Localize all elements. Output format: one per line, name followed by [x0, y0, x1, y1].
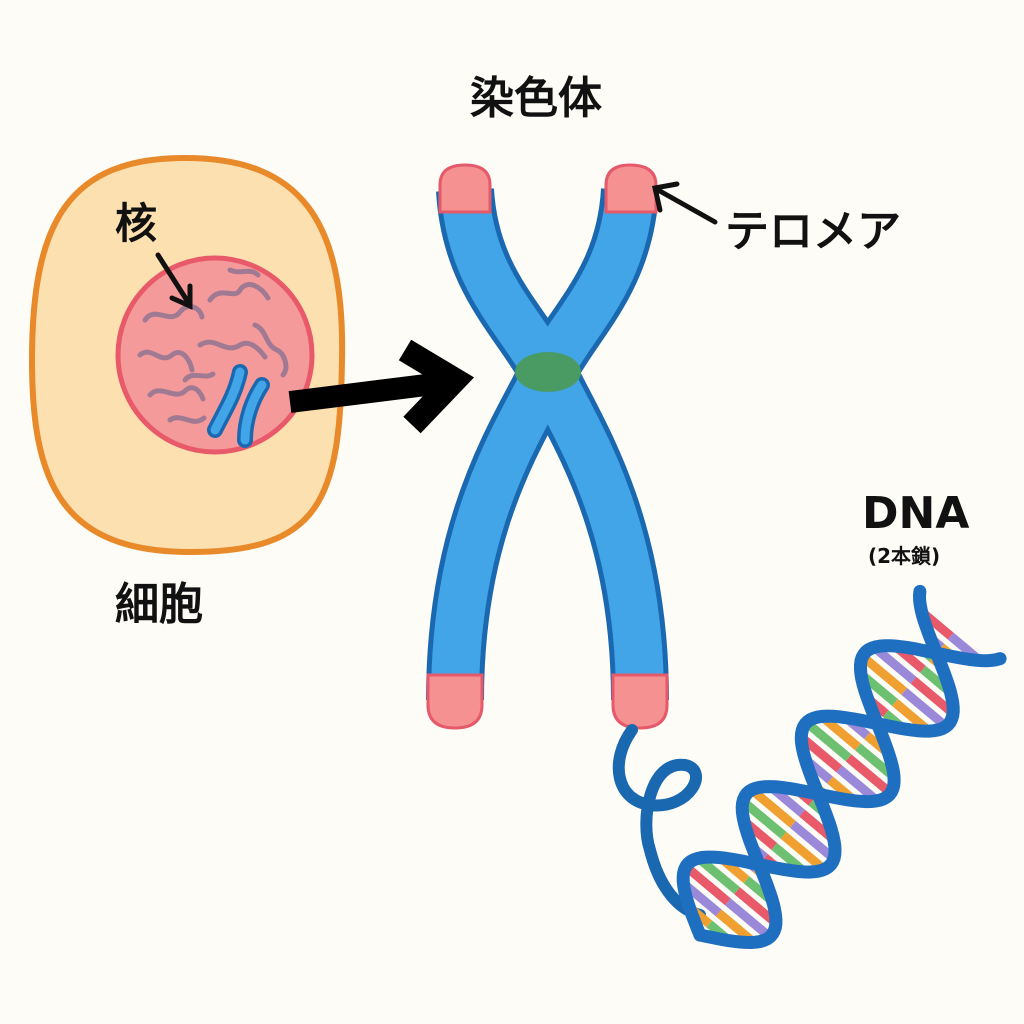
telomere-pointer-arrow: [651, 181, 718, 225]
chromosome: [426, 187, 669, 701]
base-pair-rung: [859, 652, 908, 695]
dna-strand-1: [693, 639, 1007, 950]
telomere-label: テロメア: [725, 206, 901, 257]
zoom-arrow: [288, 339, 475, 434]
nucleus-label: 核: [115, 199, 158, 248]
base-pair-rung: [789, 820, 837, 863]
mini-chromosome-icon: [207, 364, 270, 448]
chromosome-label: 染色体: [470, 73, 602, 124]
base-pair-rung: [910, 676, 956, 717]
dna-subtitle: (2本鎖): [868, 544, 941, 568]
nucleus: [115, 255, 315, 455]
base-pair-rung: [803, 719, 852, 762]
base-pair-rung: [871, 643, 917, 684]
dna-label: DNA: [862, 488, 970, 539]
base-pair-rung: [780, 831, 828, 873]
telomeres: [426, 163, 669, 730]
cell-label: 細胞: [115, 579, 203, 630]
centromere: [515, 352, 581, 392]
dna-tail: [612, 724, 706, 921]
dna-strand-2: [676, 584, 960, 942]
base-pair-rung: [748, 786, 796, 828]
base-pair-rung: [901, 687, 949, 730]
base-pair-rung: [740, 797, 787, 839]
chromatin-strands: [137, 267, 289, 424]
nucleus-pointer-arrow: [155, 252, 193, 310]
base-pair-rung: [845, 754, 894, 797]
base-pair-rung: [724, 898, 773, 941]
dna-double-helix: [676, 584, 1007, 950]
base-pair-rung: [682, 863, 731, 906]
